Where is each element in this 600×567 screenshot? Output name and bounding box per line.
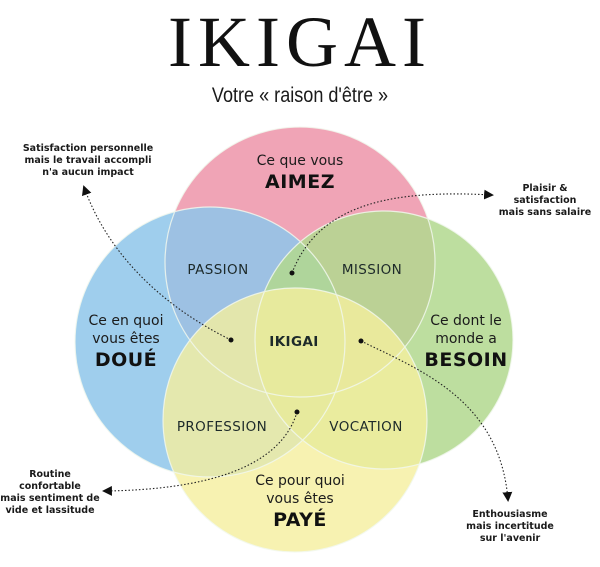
label-paid-for: Ce pour quoi vous êtes PAYÉ (225, 472, 375, 532)
page-subtitle: Votre « raison d'être » (211, 84, 389, 107)
love-line1: Ce que vous (256, 153, 344, 169)
note-passion: Satisfaction personnelle mais le travail… (22, 143, 154, 178)
note-vocation: Enthousiasme mais incertitude sur l'aven… (466, 509, 554, 544)
circle-paid-for (163, 288, 427, 552)
good-at-keyword: DOUÉ (94, 349, 158, 371)
arrow-vocation-note (360, 340, 513, 502)
world-needs-line1: Ce dont le (430, 313, 502, 329)
mission-dot (289, 270, 295, 276)
world-needs-keyword: BESOIN (424, 349, 508, 371)
world-needs-line2: monde a (435, 331, 497, 347)
region-mission: MISSION (341, 262, 403, 278)
passion-dot (228, 337, 234, 343)
love-keyword: AIMEZ (265, 171, 335, 193)
label-good-at: Ce en quoi vous êtes DOUÉ (66, 312, 186, 372)
paid-for-line2: vous êtes (266, 491, 334, 507)
arrow-passion-note (81, 185, 232, 341)
note-profession: Routine confortable mais sentiment de vi… (0, 469, 100, 516)
paid-for-keyword: PAYÉ (273, 509, 327, 531)
region-ikigai: IKIGAI (269, 334, 319, 350)
label-love: Ce que vous AIMEZ (220, 152, 380, 194)
good-at-line2: vous êtes (92, 331, 160, 347)
arrow-mission-note (291, 189, 494, 274)
region-profession: PROFESSION (176, 419, 268, 435)
arrow-profession-note (102, 411, 298, 496)
region-passion: PASSION (187, 262, 249, 278)
profession-dot (294, 409, 300, 415)
note-mission: Plaisir & satisfaction mais sans salaire (498, 183, 592, 218)
label-world-needs: Ce dont le monde a BESOIN (406, 312, 526, 372)
good-at-line1: Ce en quoi (88, 313, 164, 329)
region-vocation: VOCATION (329, 419, 403, 435)
page-title: IKIGAI (168, 2, 432, 82)
paid-for-line1: Ce pour quoi (255, 473, 345, 489)
vocation-dot (358, 338, 364, 344)
